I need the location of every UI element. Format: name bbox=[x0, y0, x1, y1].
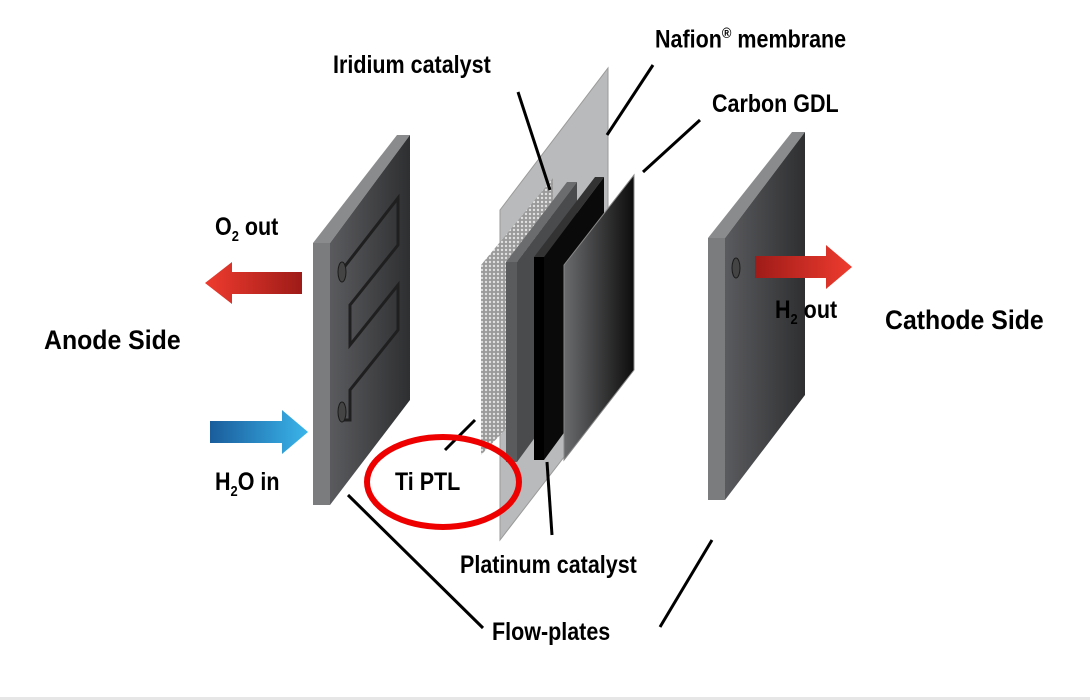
label-platinum-catalyst: Platinum catalyst bbox=[460, 551, 637, 579]
membrane-text: membrane bbox=[731, 25, 847, 54]
h2-subscript: 2 bbox=[790, 311, 798, 328]
h-symbol: H bbox=[215, 468, 231, 496]
o2-out-arrow bbox=[205, 262, 302, 304]
label-anode-side: Anode Side bbox=[44, 325, 181, 355]
o2-symbol: O bbox=[215, 213, 232, 241]
label-o2-out: O2 out bbox=[215, 213, 279, 245]
cathode-flow-plate bbox=[708, 132, 805, 500]
h2-out-text: out bbox=[797, 296, 838, 324]
registered-mark: ® bbox=[721, 25, 732, 42]
label-h2-out: H2 out bbox=[775, 296, 838, 328]
label-cathode-side: Cathode Side bbox=[885, 305, 1044, 335]
label-h2o-in: H2O in bbox=[215, 468, 280, 500]
label-nafion-membrane: Nafion® membrane bbox=[655, 26, 846, 52]
h2o-in-text: O in bbox=[237, 468, 280, 496]
carbon-gdl bbox=[563, 173, 635, 462]
ti-ptl-highlight-ring bbox=[364, 434, 522, 530]
label-flow-plates: Flow-plates bbox=[492, 618, 611, 646]
o2-out-text: out bbox=[238, 213, 279, 241]
h2o-subscript: 2 bbox=[230, 483, 238, 500]
nafion-text: Nafion bbox=[655, 25, 722, 54]
label-iridium-catalyst: Iridium catalyst bbox=[333, 51, 491, 79]
anode-flow-plate bbox=[313, 135, 410, 505]
h2-out-arrow bbox=[755, 245, 852, 289]
label-ti-ptl: Ti PTL bbox=[395, 468, 461, 496]
bottom-divider bbox=[0, 697, 1090, 700]
leader-lines bbox=[346, 64, 714, 630]
o2-subscript: 2 bbox=[231, 228, 239, 245]
label-carbon-gdl: Carbon GDL bbox=[712, 90, 839, 118]
h2o-in-arrow bbox=[210, 410, 308, 454]
h2-symbol: H bbox=[775, 296, 791, 324]
